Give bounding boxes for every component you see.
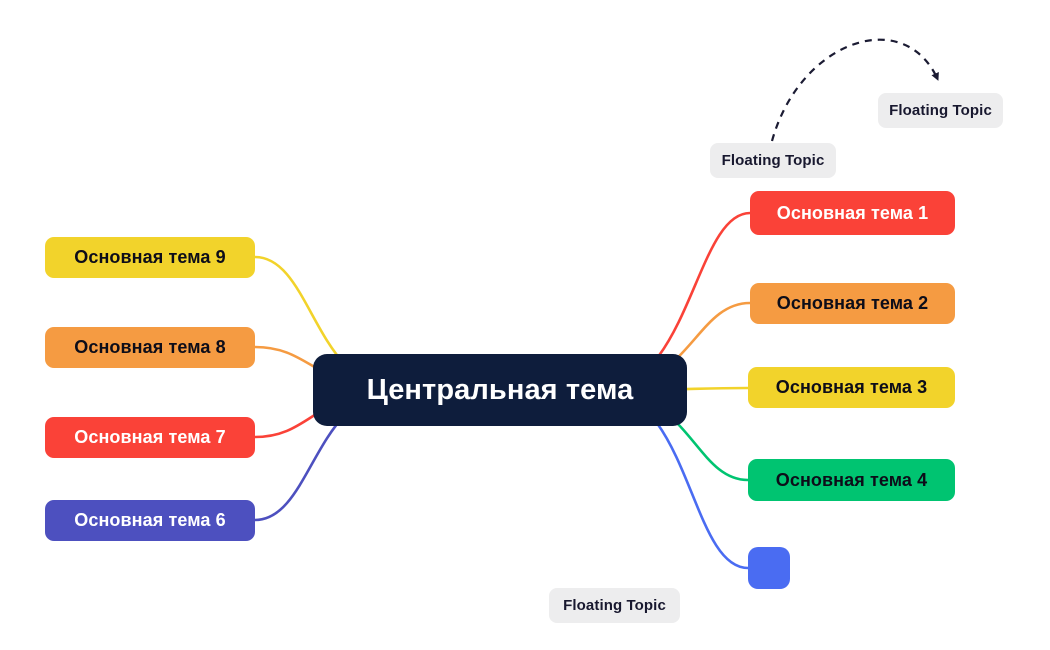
floating-topic-2[interactable]: Floating Topic (878, 93, 1003, 128)
floating-topic-1[interactable]: Floating Topic (710, 143, 836, 178)
main-topic-2[interactable]: Основная тема 2 (750, 283, 955, 324)
central-topic[interactable]: Центральная тема (313, 354, 687, 426)
floating-topic-3[interactable]: Floating Topic (549, 588, 680, 623)
main-topic-3[interactable]: Основная тема 3 (748, 367, 955, 408)
main-topic-7[interactable]: Основная тема 7 (45, 417, 255, 458)
main-topic-4[interactable]: Основная тема 4 (748, 459, 955, 501)
main-topic-9[interactable]: Основная тема 9 (45, 237, 255, 278)
main-topic-5-empty[interactable] (748, 547, 790, 589)
main-topic-6[interactable]: Основная тема 6 (45, 500, 255, 541)
relationship-arrow[interactable] (770, 38, 940, 142)
main-topic-8[interactable]: Основная тема 8 (45, 327, 255, 368)
main-topic-1[interactable]: Основная тема 1 (750, 191, 955, 235)
